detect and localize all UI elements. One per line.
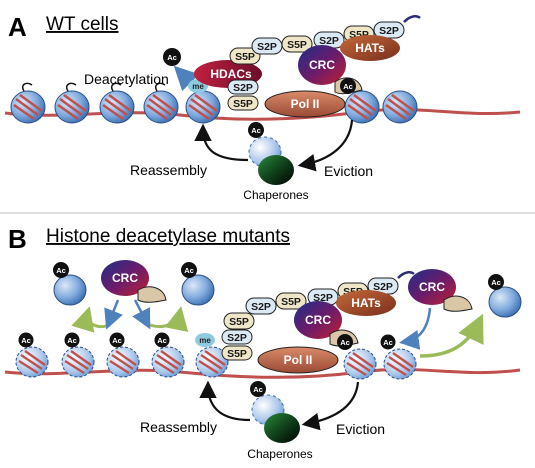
crc-complex-a bbox=[298, 45, 346, 85]
nucleosome-row-b: Ac Ac Ac Ac bbox=[15, 332, 417, 380]
ac-badge-b-nuc bbox=[337, 334, 353, 350]
ac-badge-evicted-b bbox=[250, 381, 266, 397]
pol2-b bbox=[257, 346, 339, 374]
pol2-label-b: Pol II bbox=[284, 353, 313, 367]
green-arrow-b1 bbox=[71, 306, 111, 333]
chaperones-b bbox=[264, 413, 300, 443]
me-mark-a-label: me bbox=[192, 82, 204, 91]
chaperones-label-a: Chaperones bbox=[243, 188, 308, 202]
ac-badge-free-a bbox=[163, 48, 181, 66]
green-arrow-b3 bbox=[419, 313, 484, 358]
reassembly-label-a: Reassembly bbox=[130, 162, 207, 178]
hats-complex-a bbox=[340, 35, 400, 61]
chaperones-label-b: Chaperones bbox=[247, 447, 312, 461]
ac-release-arrow-a bbox=[173, 65, 200, 92]
nucleosome-a2 bbox=[54, 82, 90, 124]
svg-text:S5P: S5P bbox=[233, 98, 253, 110]
svg-text:Ac: Ac bbox=[184, 266, 194, 275]
svg-text:S2P: S2P bbox=[313, 292, 333, 304]
crc-complex-b3 bbox=[408, 269, 456, 305]
panel-a: A WT cells bbox=[4, 12, 521, 202]
panel-b: B Histone deacetylase mutants Ac Ac Ac C… bbox=[4, 224, 522, 461]
svg-text:S5P: S5P bbox=[281, 296, 301, 308]
nucleosome-row-a bbox=[10, 82, 418, 124]
hats-label-a: HATs bbox=[355, 41, 385, 55]
svg-text:S5P: S5P bbox=[227, 348, 247, 360]
crc-complex-b1 bbox=[101, 260, 149, 296]
svg-text:Ac: Ac bbox=[21, 336, 31, 345]
svg-text:S2P: S2P bbox=[379, 25, 399, 37]
hats-complex-b bbox=[336, 290, 396, 316]
svg-text:Ac: Ac bbox=[491, 278, 501, 287]
svg-text:S2P: S2P bbox=[257, 41, 277, 53]
blue-arrow-b2 bbox=[132, 299, 151, 330]
me-mark-b-label: me bbox=[199, 336, 211, 345]
panel-a-letter: A bbox=[8, 12, 27, 42]
eviction-label-b: Eviction bbox=[336, 421, 385, 437]
deacetylation-label: Deacetylation bbox=[84, 71, 169, 87]
nucleosome-a6 bbox=[344, 90, 380, 124]
hats-label-b: HATs bbox=[351, 296, 381, 310]
nucleosome-a1 bbox=[10, 82, 46, 124]
free-nucleosome-b3: Ac bbox=[488, 274, 522, 318]
svg-text:Ac: Ac bbox=[251, 126, 261, 135]
svg-text:S2P: S2P bbox=[373, 281, 393, 293]
ac-badge-free-a-label: Ac bbox=[167, 53, 177, 62]
svg-text:Ac: Ac bbox=[56, 266, 66, 275]
nucleosome-a4 bbox=[143, 82, 179, 124]
blue-arrow-b1 bbox=[104, 299, 123, 330]
crc-label-b2: CRC bbox=[305, 313, 331, 327]
crc-label-b1: CRC bbox=[112, 271, 138, 285]
eviction-arrow-a bbox=[297, 119, 354, 172]
reassembly-arrow-a bbox=[194, 123, 249, 162]
panel-b-letter: B bbox=[8, 224, 27, 254]
svg-text:Ac: Ac bbox=[343, 82, 353, 91]
reassembly-arrow-b bbox=[199, 380, 251, 422]
svg-text:Ac: Ac bbox=[383, 338, 393, 347]
free-nucleosome-b1: Ac bbox=[53, 262, 87, 306]
svg-text:Ac: Ac bbox=[253, 385, 263, 394]
nucleosome-a5 bbox=[185, 90, 221, 124]
svg-text:S5P: S5P bbox=[287, 39, 307, 51]
pol2-a bbox=[264, 90, 346, 118]
pol2-label-a: Pol II bbox=[291, 97, 320, 111]
hdacs-label: HDACs bbox=[210, 67, 252, 81]
eviction-arrow-b bbox=[301, 381, 360, 431]
svg-text:S5P: S5P bbox=[235, 51, 255, 63]
crc-label-b3: CRC bbox=[419, 280, 445, 294]
free-nucleosome-b2: Ac bbox=[181, 262, 215, 306]
panel-a-title: WT cells bbox=[46, 14, 118, 35]
svg-text:S2P: S2P bbox=[251, 301, 271, 313]
ac-badge-evicted-a bbox=[248, 122, 264, 138]
chaperones-a bbox=[258, 155, 294, 185]
eviction-label-a: Eviction bbox=[324, 163, 373, 179]
ac-badge-a-nuc bbox=[340, 78, 356, 94]
crc-complex-b2 bbox=[294, 301, 342, 339]
svg-text:S2P: S2P bbox=[227, 332, 247, 344]
svg-text:Ac: Ac bbox=[112, 336, 122, 345]
reassembly-label-b: Reassembly bbox=[140, 419, 217, 435]
svg-text:S5P: S5P bbox=[229, 316, 249, 328]
nucleosome-a7 bbox=[382, 90, 418, 124]
svg-text:Ac: Ac bbox=[67, 336, 77, 345]
green-arrow-b2 bbox=[149, 306, 189, 333]
panel-b-title: Histone deacetylase mutants bbox=[46, 226, 290, 247]
nucleosome-a3 bbox=[99, 82, 135, 124]
svg-text:S2P: S2P bbox=[319, 35, 339, 47]
svg-text:Ac: Ac bbox=[340, 338, 350, 347]
blue-arrow-b3 bbox=[399, 307, 432, 350]
crc-label-a: CRC bbox=[309, 58, 335, 72]
svg-text:Ac: Ac bbox=[157, 336, 167, 345]
svg-text:S2P: S2P bbox=[233, 82, 253, 94]
me-mark-b bbox=[195, 333, 215, 347]
dna-strand-a bbox=[4, 107, 521, 121]
